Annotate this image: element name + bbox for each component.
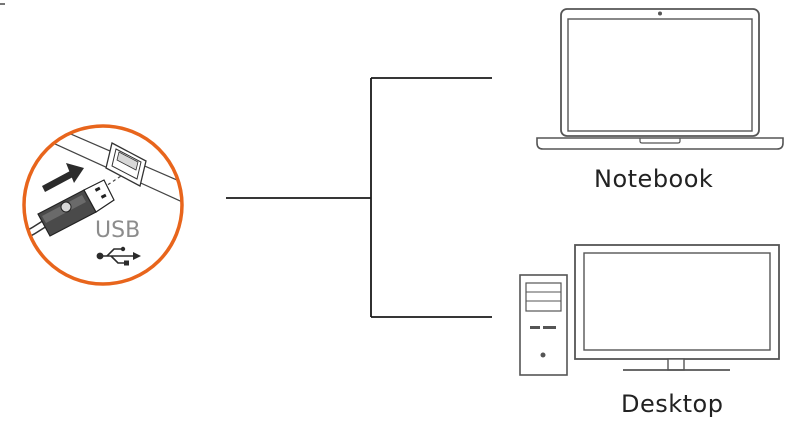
insert-guide-dashed — [102, 175, 122, 189]
laptop-icon — [536, 8, 784, 150]
desktop-label: Desktop — [621, 390, 724, 418]
usb-trident-icon — [96, 246, 141, 266]
callout-circle-ring — [22, 124, 184, 286]
usb-callout — [22, 124, 184, 286]
insert-arrow-icon — [42, 163, 84, 192]
monitor-icon — [574, 244, 780, 371]
pc-tower-icon — [519, 274, 568, 376]
usb-port-icon — [105, 142, 147, 187]
usb-label: USB — [95, 218, 141, 243]
usb-plug-icon — [24, 179, 115, 242]
notebook-label: Notebook — [594, 165, 714, 193]
connector-lines — [226, 77, 492, 318]
